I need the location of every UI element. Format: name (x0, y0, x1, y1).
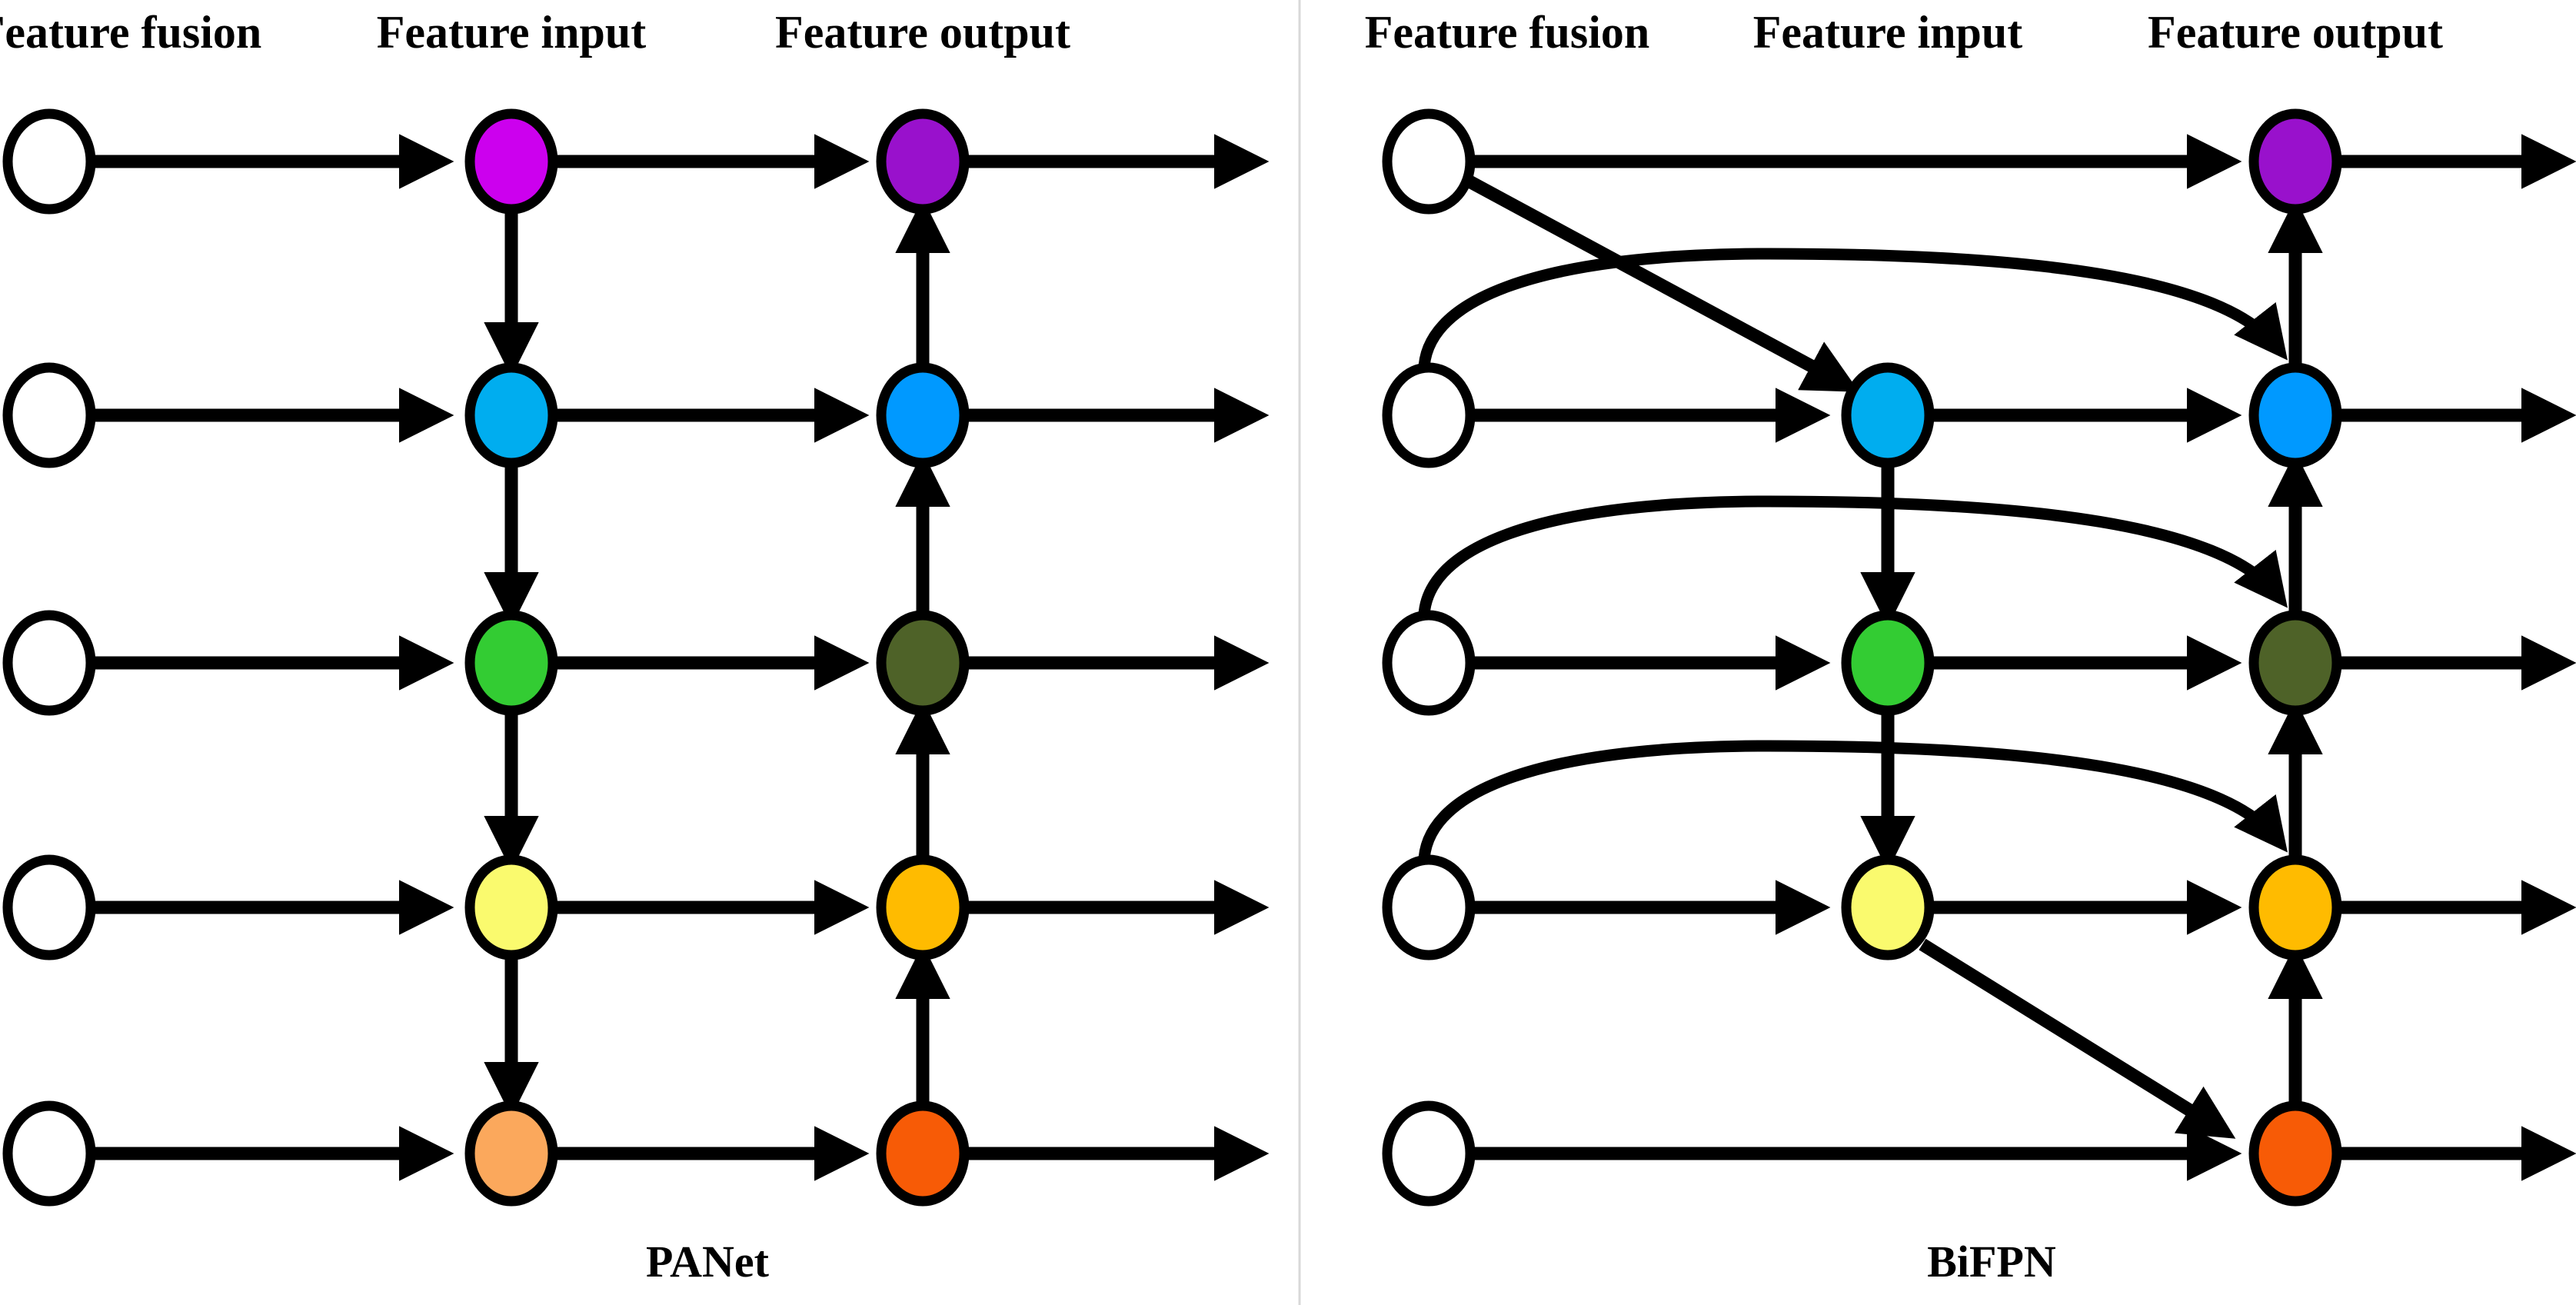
panet-input-nodes (464, 108, 558, 1207)
bifpn-header-feature-fusion: Feature fusion (1365, 7, 1650, 58)
panet-output-node-3[interactable] (876, 854, 970, 960)
panet-header-feature-fusion: Feature fusion (0, 7, 261, 58)
bifpn-skip-curve-level-1 (1418, 248, 2288, 378)
panet-fusion-node-1[interactable] (2, 362, 96, 468)
panet-header-feature-input: Feature input (377, 7, 647, 58)
bifpn-header-feature-input: Feature input (1753, 7, 2023, 58)
bifpn-skip-curve-level-2 (1418, 495, 2288, 625)
panet-output-node-0[interactable] (876, 108, 970, 215)
panet-output-nodes (876, 108, 970, 1207)
panet-output-node-4[interactable] (876, 1100, 970, 1207)
bifpn-input-node-3[interactable] (1841, 854, 1935, 960)
panet-input-node-3[interactable] (464, 854, 558, 960)
bifpn-diagonal-edges (1457, 171, 2236, 1139)
bifpn-horizontal-edges (1470, 134, 2576, 1181)
bifpn-input-nodes (1841, 362, 1935, 960)
bifpn-fusion-node-2[interactable] (1382, 610, 1476, 716)
bifpn-output-node-1[interactable] (2248, 362, 2342, 468)
panet-caption: PANet (646, 1237, 770, 1287)
bifpn-output-node-3[interactable] (2248, 854, 2342, 960)
panet-fusion-node-0[interactable] (2, 108, 96, 215)
bifpn-fusion-node-1[interactable] (1382, 362, 1476, 468)
panet-output-node-1[interactable] (876, 362, 970, 468)
bifpn-edge-fusion0-to-input1-diagonal (1457, 171, 1859, 392)
bifpn-skip-curve-level-3 (1418, 740, 2288, 870)
bifpn-fusion-node-3[interactable] (1382, 854, 1476, 960)
bifpn-output-node-2[interactable] (2248, 610, 2342, 716)
panet-horizontal-edges (91, 134, 1270, 1181)
panel-bifpn: Feature fusion Feature input Feature out… (1365, 7, 2576, 1287)
panet-input-node-0[interactable] (464, 108, 558, 215)
bifpn-output-node-4[interactable] (2248, 1100, 2342, 1207)
bifpn-header-feature-output: Feature output (2148, 7, 2443, 58)
bifpn-edge-input3-to-output4-diagonal (1919, 938, 2236, 1139)
panet-input-node-1[interactable] (464, 362, 558, 468)
panel-panet: Feature fusion Feature input Feature out… (0, 7, 1270, 1287)
panet-fusion-node-2[interactable] (2, 610, 96, 716)
panet-input-node-2[interactable] (464, 610, 558, 716)
bifpn-caption: BiFPN (1927, 1237, 2056, 1287)
panet-fusion-nodes (2, 108, 96, 1207)
panet-fusion-node-4[interactable] (2, 1100, 96, 1207)
panet-input-node-4[interactable] (464, 1100, 558, 1207)
bifpn-output-node-0[interactable] (2248, 108, 2342, 215)
bifpn-fusion-node-0[interactable] (1382, 108, 1476, 215)
panet-fusion-node-3[interactable] (2, 854, 96, 960)
bifpn-fusion-nodes (1382, 108, 1476, 1207)
bifpn-output-nodes (2248, 108, 2342, 1207)
bifpn-skip-edges (1418, 248, 2288, 870)
bifpn-input-node-2[interactable] (1841, 610, 1935, 716)
bifpn-input-node-1[interactable] (1841, 362, 1935, 468)
bifpn-fusion-node-4[interactable] (1382, 1100, 1476, 1207)
panet-header-feature-output: Feature output (775, 7, 1070, 58)
panet-output-node-2[interactable] (876, 610, 970, 716)
